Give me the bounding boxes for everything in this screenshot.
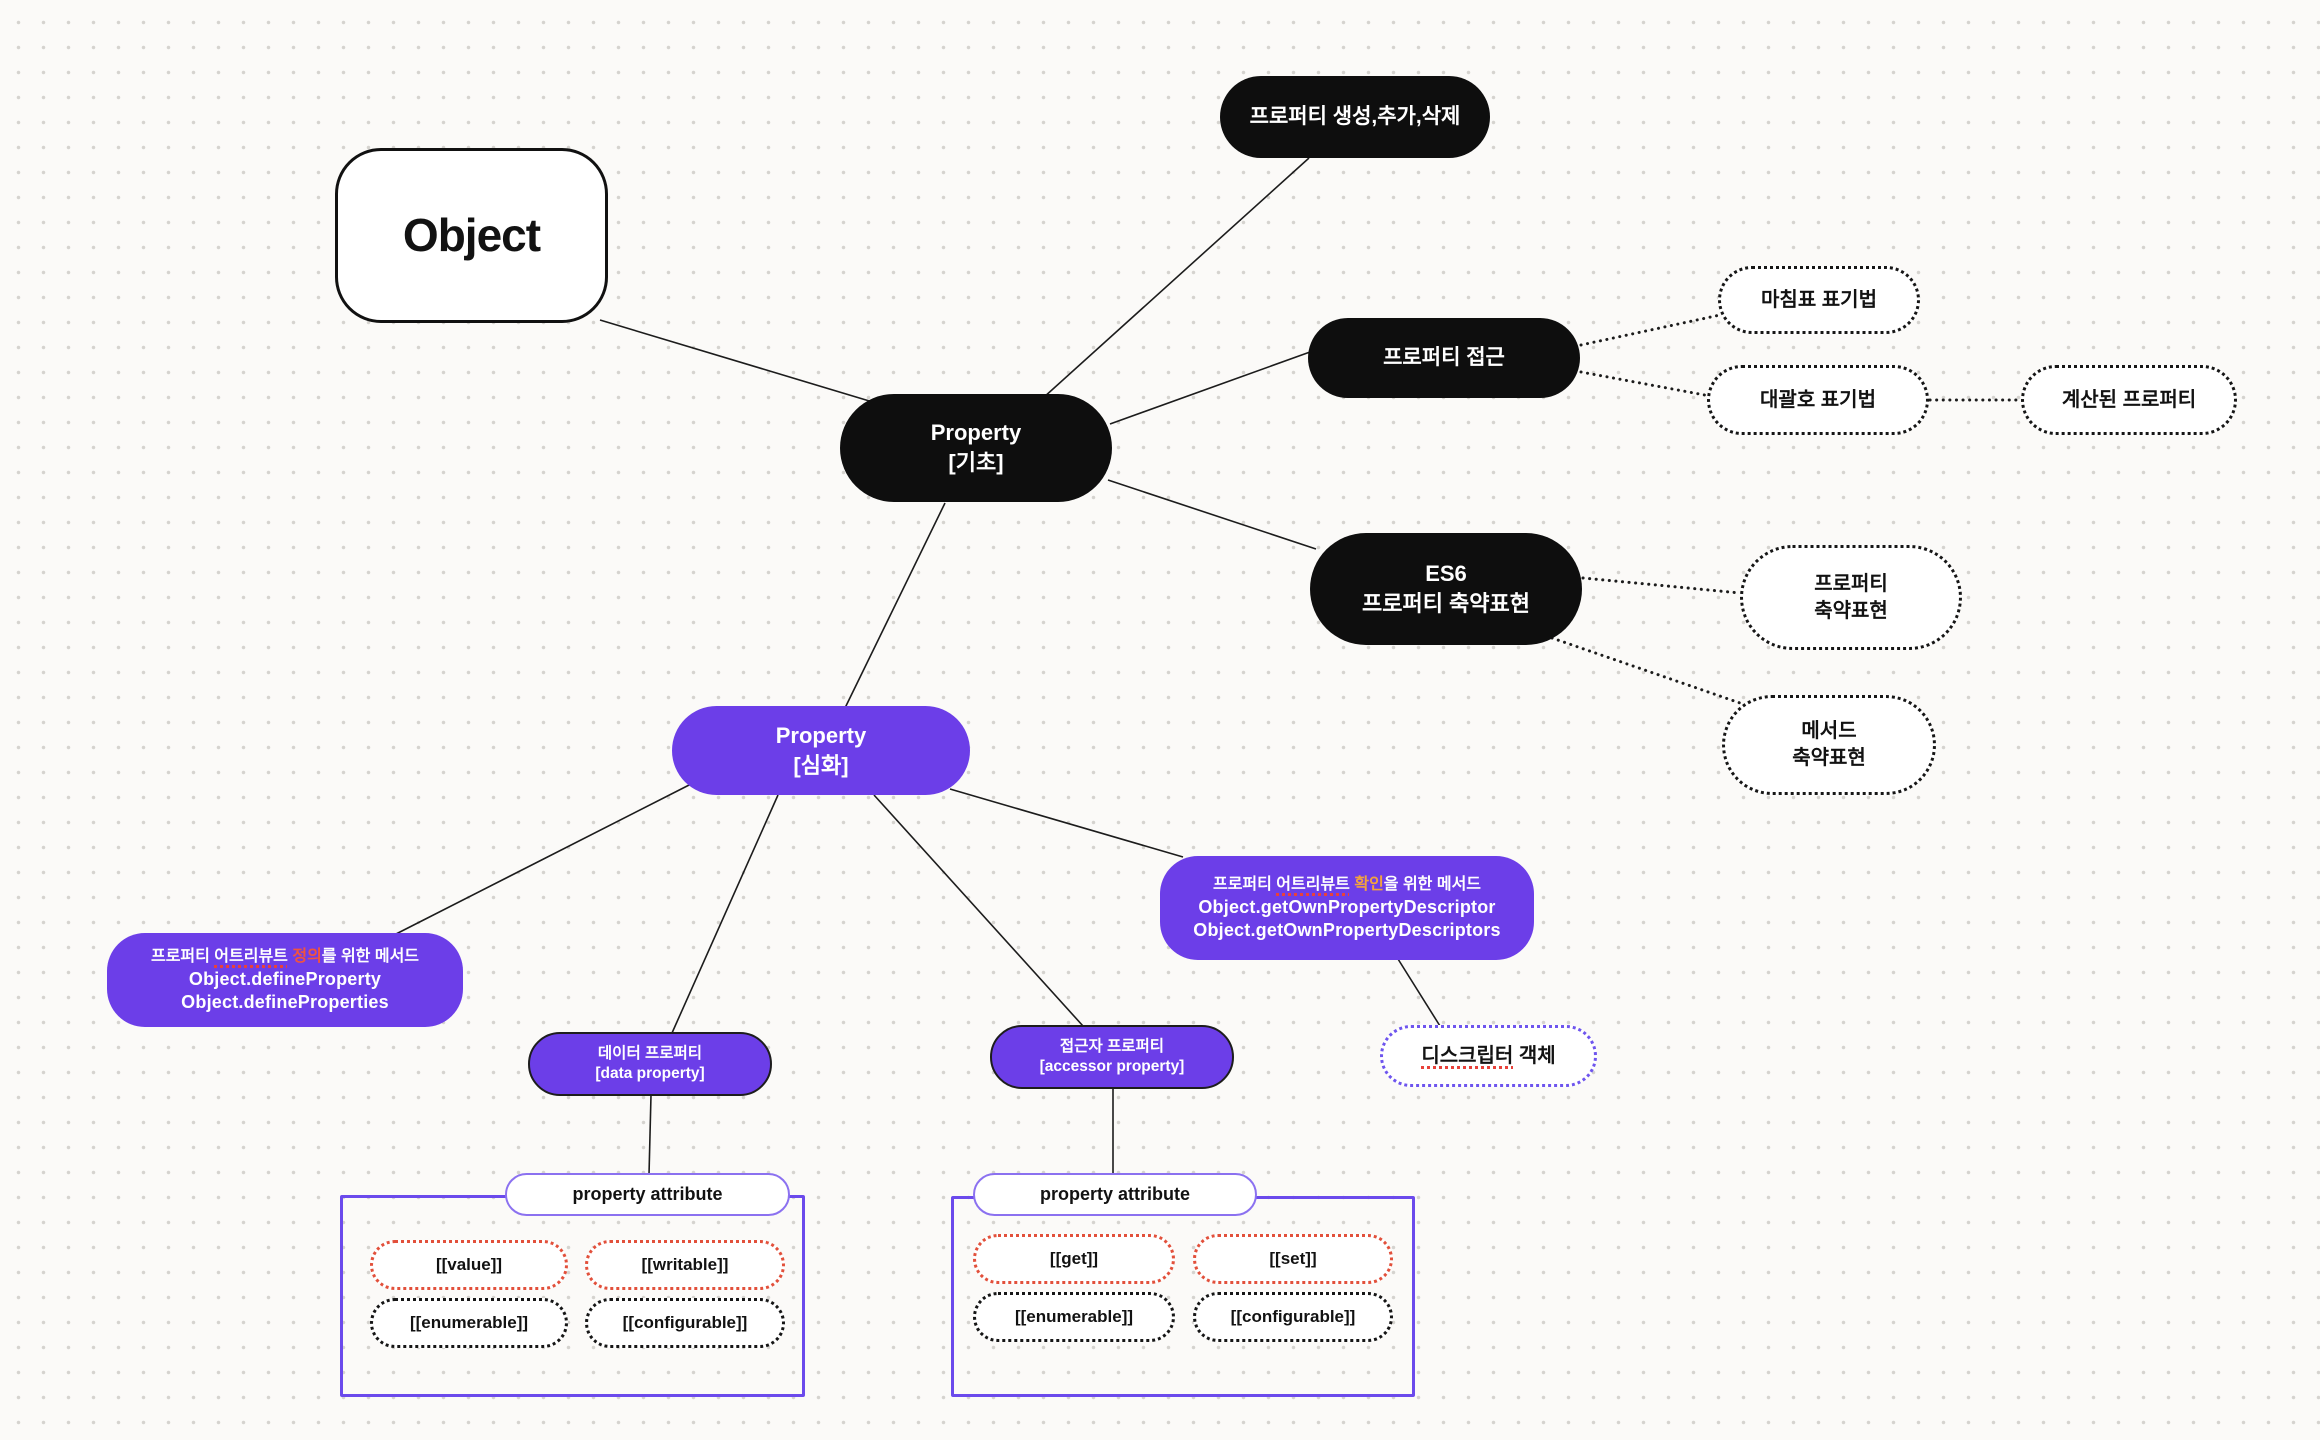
edge-create-add-delete-to-property-basic bbox=[1042, 157, 1310, 399]
node-line1: Property bbox=[775, 722, 867, 748]
attr-label: [[writable]] bbox=[641, 1254, 729, 1274]
node-bracket-notation[interactable]: 대괄호 표기법 bbox=[1707, 365, 1929, 435]
title-highlight-word: 확인 bbox=[1349, 876, 1384, 893]
node-label: 마침표 표기법 bbox=[1761, 288, 1877, 311]
title-suffix: 를 위한 메서드 bbox=[321, 948, 420, 965]
attr-header-label: property attribute bbox=[1039, 1183, 1190, 1204]
edge-property-advanced-to-accessor-property bbox=[873, 794, 1084, 1027]
node-property-shorthand[interactable]: 프로퍼티 축약표현 bbox=[1740, 545, 1962, 650]
node-line1: 데이터 프로퍼티 bbox=[597, 1045, 703, 1062]
node-define-methods[interactable]: 프로퍼티 어트리뷰트 정의를 위한 메서드 Object.definePrope… bbox=[107, 933, 463, 1027]
data-attr-header[interactable]: property attribute bbox=[505, 1173, 790, 1216]
edge-property-basic-to-es6-shorthand bbox=[1107, 479, 1317, 550]
attr-label: [[enumerable]] bbox=[409, 1312, 529, 1332]
title-misspelled-word: 어트리뷰트 bbox=[214, 948, 288, 965]
accessor-attr-header[interactable]: property attribute bbox=[973, 1173, 1257, 1216]
title-highlight-word: 정의 bbox=[287, 948, 322, 965]
edge-property-basic-to-property-access bbox=[1109, 351, 1311, 425]
getown-method-2: Object.getOwnPropertyDescriptors bbox=[1193, 920, 1501, 940]
node-line1: Property bbox=[930, 420, 1022, 445]
node-line2: 축약표현 bbox=[1792, 747, 1866, 769]
edge-object-to-property-basic bbox=[599, 319, 877, 404]
node-property-advanced[interactable]: Property [심화] bbox=[672, 706, 970, 795]
data-attr-container[interactable] bbox=[340, 1195, 805, 1397]
node-line2: [심화] bbox=[793, 752, 849, 778]
edge-property-access-to-bracket-notation bbox=[1579, 370, 1712, 398]
edge-property-basic-to-property-advanced bbox=[844, 502, 946, 709]
node-method-shorthand[interactable]: 메서드 축약표현 bbox=[1722, 695, 1936, 795]
attr-label: [[configurable]] bbox=[622, 1312, 748, 1332]
node-accessor-property[interactable]: 접근자 프로퍼티 [accessor property] bbox=[990, 1025, 1234, 1089]
node-label: 프로퍼티 생성,추가,삭제 bbox=[1249, 105, 1461, 129]
attr-label: [[configurable]] bbox=[1230, 1306, 1356, 1326]
node-property-basic[interactable]: Property [기초] bbox=[840, 394, 1112, 502]
node-es6-shorthand[interactable]: ES6 프로퍼티 축약표현 bbox=[1310, 533, 1582, 645]
node-line2: [accessor property] bbox=[1039, 1058, 1185, 1075]
attr-pill-configurable-accessor[interactable]: [[configurable]] bbox=[1193, 1292, 1393, 1342]
attr-label: [[enumerable]] bbox=[1014, 1306, 1134, 1326]
node-line2: 축약표현 bbox=[1814, 599, 1888, 622]
node-line1: 접근자 프로퍼티 bbox=[1059, 1038, 1165, 1055]
edge-getown-methods-to-descriptor-object bbox=[1397, 958, 1441, 1027]
node-computed-property[interactable]: 계산된 프로퍼티 bbox=[2021, 365, 2237, 435]
edge-es6-to-method-shorthand bbox=[1550, 636, 1742, 705]
attr-header-label: property attribute bbox=[572, 1183, 723, 1204]
title-misspelled-word: 어트리뷰트 bbox=[1276, 876, 1350, 893]
title-prefix: 프로퍼티 bbox=[150, 948, 215, 965]
node-object[interactable]: Object bbox=[335, 148, 608, 323]
node-getown-methods[interactable]: 프로퍼티 어트리뷰트 확인을 위한 메서드 Object.getOwnPrope… bbox=[1160, 856, 1534, 960]
node-data-property[interactable]: 데이터 프로퍼티 [data property] bbox=[528, 1032, 772, 1096]
node-label: 프로퍼티 접근 bbox=[1383, 346, 1505, 370]
attr-pill-value[interactable]: [[value]] bbox=[370, 1240, 568, 1290]
title-suffix: 을 위한 메서드 bbox=[1383, 876, 1482, 893]
define-methods-title: 프로퍼티 어트리뷰트 정의를 위한 메서드 bbox=[151, 946, 419, 968]
node-line1: 프로퍼티 bbox=[1814, 572, 1888, 595]
edge-es6-to-property-shorthand bbox=[1581, 576, 1742, 595]
attr-pill-configurable-data[interactable]: [[configurable]] bbox=[585, 1298, 785, 1348]
node-descriptor-object[interactable]: 디스크립터 객체 bbox=[1380, 1025, 1597, 1087]
define-method-2: Object.defineProperties bbox=[181, 992, 389, 1012]
attr-pill-enumerable-data[interactable]: [[enumerable]] bbox=[370, 1298, 568, 1348]
descriptor-label: 디스크립터 객체 bbox=[1421, 1043, 1555, 1069]
attr-label: [[set]] bbox=[1269, 1248, 1317, 1268]
attr-pill-set[interactable]: [[set]] bbox=[1193, 1234, 1393, 1284]
edge-property-advanced-to-getown-methods bbox=[949, 788, 1184, 858]
edge-property-advanced-to-data-property bbox=[671, 794, 779, 1034]
node-line1: ES6 bbox=[1425, 561, 1467, 586]
edge-data-property-to-attr-group bbox=[648, 1094, 652, 1176]
attr-pill-writable[interactable]: [[writable]] bbox=[585, 1240, 785, 1290]
getown-method-1: Object.getOwnPropertyDescriptor bbox=[1198, 897, 1496, 917]
attr-pill-get[interactable]: [[get]] bbox=[973, 1234, 1175, 1284]
node-line2: [data property] bbox=[595, 1065, 705, 1082]
node-property-access[interactable]: 프로퍼티 접근 bbox=[1308, 318, 1580, 398]
node-property-create-add-delete[interactable]: 프로퍼티 생성,추가,삭제 bbox=[1220, 76, 1490, 158]
node-line2: 프로퍼티 축약표현 bbox=[1361, 591, 1531, 616]
node-label: 대괄호 표기법 bbox=[1760, 388, 1876, 411]
edge-property-access-to-dot-notation bbox=[1579, 313, 1722, 347]
attr-label: [[value]] bbox=[435, 1254, 503, 1274]
node-line1: 메서드 bbox=[1801, 720, 1857, 742]
node-object-label: Object bbox=[402, 209, 541, 262]
attr-label: [[get]] bbox=[1049, 1248, 1099, 1268]
node-dot-notation[interactable]: 마침표 표기법 bbox=[1718, 266, 1920, 334]
edge-property-advanced-to-define-methods bbox=[395, 781, 696, 935]
node-line2: [기초] bbox=[948, 450, 1004, 475]
getown-methods-title: 프로퍼티 어트리뷰트 확인을 위한 메서드 bbox=[1213, 874, 1481, 896]
node-label: 계산된 프로퍼티 bbox=[2061, 388, 2197, 411]
descriptor-misspelled-word: 디스크립터 bbox=[1421, 1044, 1514, 1067]
define-method-1: Object.defineProperty bbox=[188, 969, 382, 989]
attr-pill-enumerable-accessor[interactable]: [[enumerable]] bbox=[973, 1292, 1175, 1342]
title-prefix: 프로퍼티 bbox=[1212, 876, 1277, 893]
descriptor-rest: 객체 bbox=[1513, 1044, 1556, 1067]
